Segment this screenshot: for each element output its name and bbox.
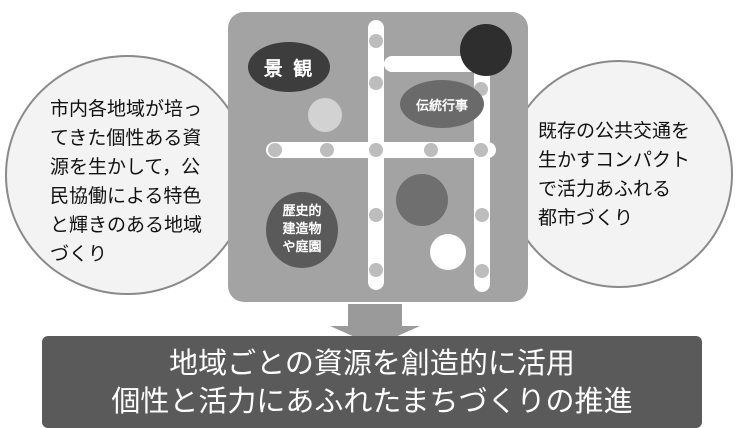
- right-bubble: [505, 60, 733, 288]
- historic-label-text: 歴史的 建造物 や庭園: [282, 204, 322, 255]
- tradition-label-text: 伝統行事: [415, 98, 468, 114]
- right-bubble-text: 既存の公共交通を 生かすコンパクト で活力あふれる 都市づくり: [538, 120, 691, 229]
- left-bubble-text: 市内各地域が培っ てきた個性ある資 源を生かして，公 民協働による特色 と輝きの…: [50, 98, 203, 265]
- stop-marker: [369, 34, 383, 48]
- tradition-label: 伝統行事: [400, 80, 484, 128]
- map-panel: 景 観 伝統行事 歴史的 建造物 や庭園: [228, 12, 528, 302]
- stop-marker: [268, 143, 282, 157]
- stop-marker: [475, 264, 489, 278]
- historic-label: 歴史的 建造物 や庭園: [266, 192, 338, 268]
- scenery-label: 景 観: [248, 42, 330, 92]
- left-bubble: [5, 55, 250, 295]
- dark-circle: [460, 24, 512, 76]
- light-circle: [308, 98, 342, 132]
- medium-circle: [396, 174, 448, 226]
- scenery-label-text: 景 観: [263, 57, 315, 80]
- stop-marker: [320, 143, 334, 157]
- result-line-2: 個性と活力にあふれたまちづくりの推進: [111, 384, 633, 418]
- stop-marker: [369, 263, 383, 277]
- result-banner: 地域ごとの資源を創造的に活用 個性と活力にあふれたまちづくりの推進: [42, 336, 702, 428]
- stop-marker: [369, 76, 383, 90]
- stop-marker: [369, 143, 383, 157]
- stop-marker: [369, 208, 383, 222]
- stop-marker: [475, 208, 489, 222]
- white-circle: [430, 234, 466, 270]
- result-line-1: 地域ごとの資源を創造的に活用: [169, 346, 575, 380]
- stop-marker: [474, 143, 488, 157]
- stop-marker: [424, 143, 438, 157]
- down-arrow-shaft: [348, 304, 402, 326]
